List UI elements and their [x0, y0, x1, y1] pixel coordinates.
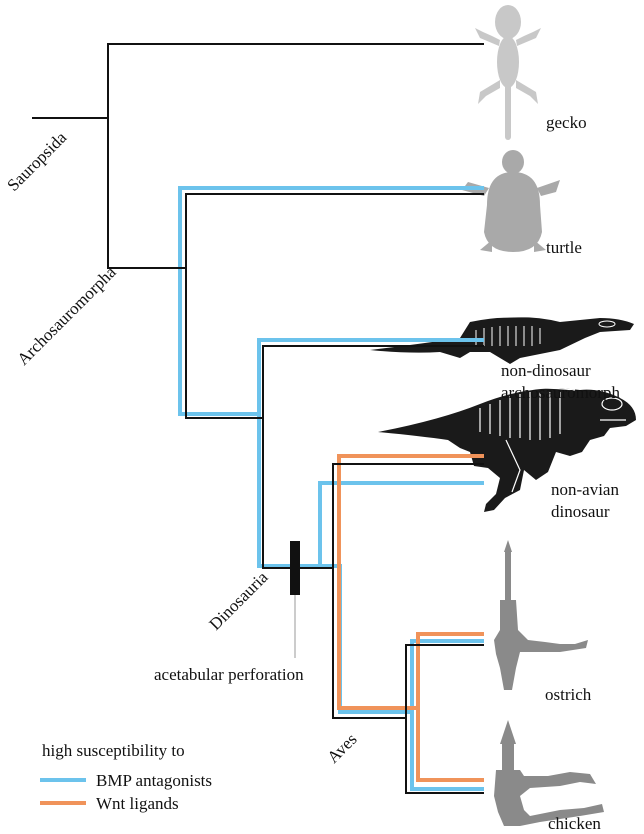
clade-label-archosauromorpha: Archosauromorpha: [13, 262, 120, 369]
taxon-label-non-avian-line2: dinosaur: [551, 502, 610, 521]
tyrannosaur-skeleton-icon: [378, 387, 636, 512]
turtle-silhouette-icon: [462, 150, 560, 252]
taxon-label-non-avian-line1: non-avian: [551, 480, 619, 499]
clade-label-sauropsida: Sauropsida: [3, 128, 70, 195]
taxon-label-turtle: turtle: [546, 238, 582, 257]
taxon-label-non-dinosaur-line1: non-dinosaur: [501, 361, 591, 380]
tree-branches: [32, 43, 484, 794]
legend-label-bmp: BMP antagonists: [96, 771, 212, 790]
acetabular-perforation-marker: [290, 541, 300, 595]
taxon-label-chicken: chicken: [548, 814, 601, 833]
archosauromorph-skeleton-icon: [370, 315, 634, 364]
clade-label-aves: Aves: [323, 730, 360, 767]
legend-label-wnt: Wnt ligands: [96, 794, 179, 813]
chicken-pelvis-icon: [494, 720, 604, 826]
wnt-highlight: [337, 454, 484, 782]
taxon-label-non-dinosaur-line2: archosauromorph: [501, 383, 620, 402]
legend: high susceptibility to BMP antagonists W…: [40, 741, 212, 813]
taxon-label-gecko: gecko: [546, 113, 587, 132]
ostrich-pelvis-icon: [494, 540, 588, 690]
gecko-silhouette-icon: [475, 5, 541, 140]
clade-label-dinosauria: Dinosauria: [205, 567, 272, 634]
legend-title: high susceptibility to: [42, 741, 185, 760]
taxon-label-ostrich: ostrich: [545, 685, 592, 704]
character-label: acetabular perforation: [154, 665, 304, 684]
